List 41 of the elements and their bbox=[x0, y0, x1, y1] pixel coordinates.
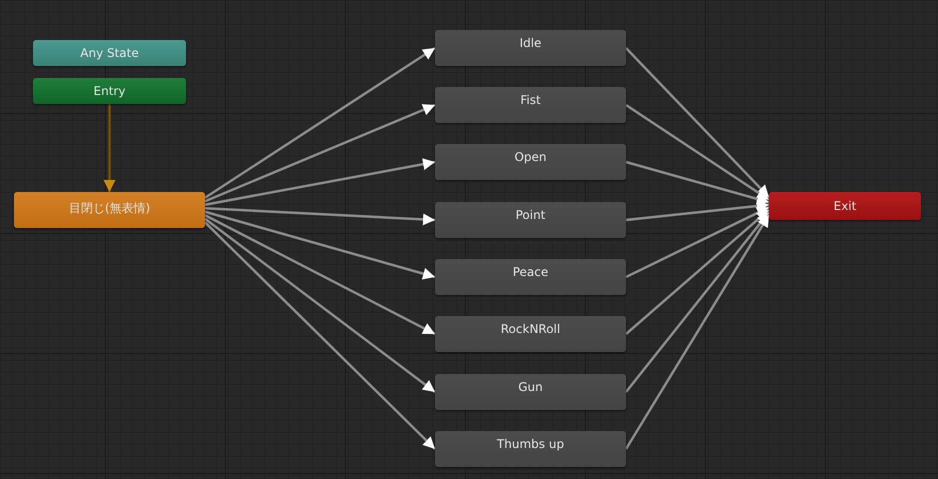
transition-arrow bbox=[625, 104, 770, 201]
state-label: Gun bbox=[518, 380, 543, 394]
transition-arrow bbox=[625, 206, 770, 278]
transition-arrow bbox=[625, 211, 770, 393]
state-box bbox=[435, 316, 626, 352]
state-label: Open bbox=[514, 150, 547, 164]
transition-arrow bbox=[204, 46, 436, 199]
transition-arrow bbox=[204, 158, 436, 206]
state-label: Fist bbox=[520, 93, 541, 107]
state-box bbox=[435, 431, 626, 467]
transition-arrow bbox=[626, 160, 770, 205]
state-label: Thumbs up bbox=[496, 437, 564, 451]
transition-arrow bbox=[626, 200, 770, 222]
transition-arrow bbox=[625, 47, 770, 198]
state-box bbox=[33, 40, 186, 66]
transition-arrow bbox=[625, 208, 770, 335]
state-box bbox=[435, 202, 626, 238]
state-label: Idle bbox=[520, 36, 542, 50]
state-label: Exit bbox=[834, 199, 856, 213]
state-box bbox=[435, 259, 626, 295]
state-box bbox=[33, 78, 186, 104]
transition-arrow bbox=[204, 104, 436, 202]
state-label: RockNRoll bbox=[500, 322, 560, 336]
state-box bbox=[435, 374, 626, 410]
state-box bbox=[769, 192, 921, 220]
transition-arrow bbox=[204, 221, 436, 450]
transition-arrow bbox=[624, 214, 770, 450]
state-label: Peace bbox=[512, 265, 548, 279]
state-box bbox=[14, 192, 205, 228]
state-label: 目閉じ(無表情) bbox=[68, 201, 150, 215]
transition-arrow bbox=[204, 214, 436, 336]
transition-arrow bbox=[104, 104, 116, 192]
transition-arrow bbox=[204, 210, 436, 280]
transition-arrow bbox=[204, 218, 436, 393]
state-box bbox=[435, 144, 626, 180]
transition-arrow bbox=[204, 207, 436, 226]
state-label: Entry bbox=[94, 84, 126, 98]
state-box bbox=[435, 30, 626, 66]
state-label: Point bbox=[516, 208, 546, 222]
state-label: Any State bbox=[80, 46, 139, 60]
state-box bbox=[435, 87, 626, 123]
